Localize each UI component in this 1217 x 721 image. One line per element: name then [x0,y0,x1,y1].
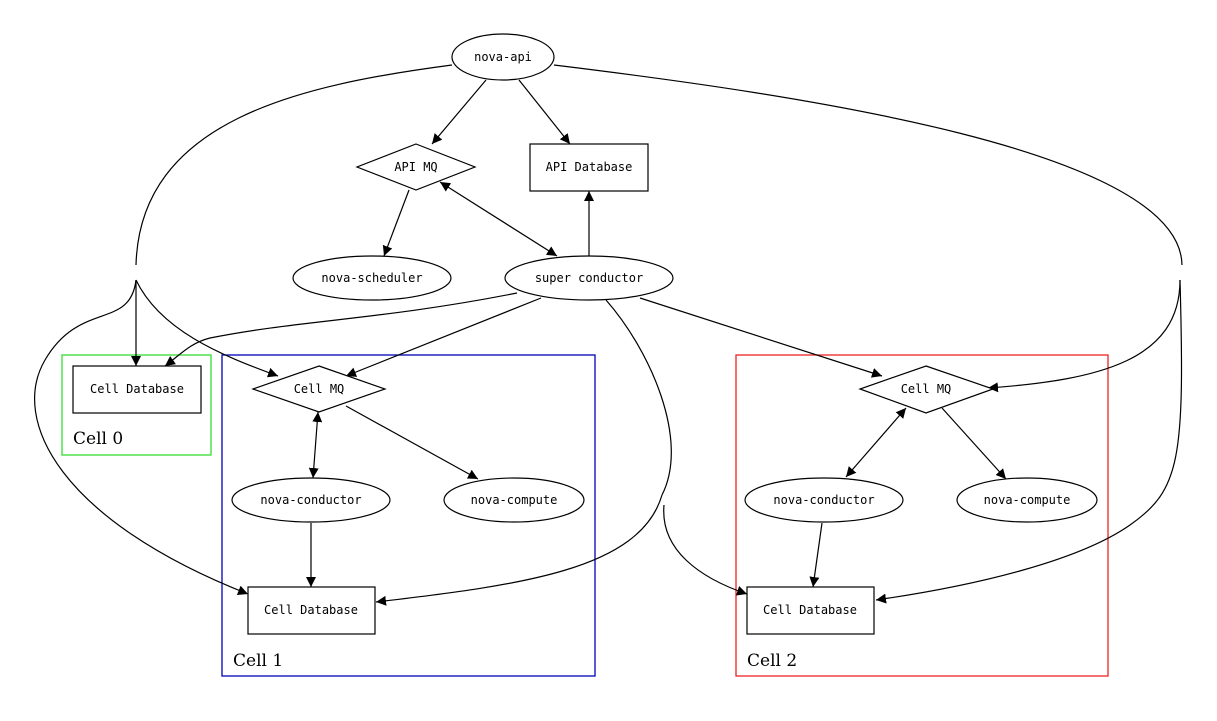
edge-super-conductor-to-cell2-mq [639,297,883,378]
cluster-cell-2-label: Cell 2 [747,651,797,671]
edge-nova-api-right-trunk [553,64,1183,266]
cluster-cell-0-label: Cell 0 [73,429,123,449]
edge-cell1-mq-nova-conductor [308,411,323,479]
node-cell1-compute: nova-compute [443,477,585,523]
node-cell2-database-shape [746,586,875,635]
node-nova-scheduler: nova-scheduler [292,255,452,301]
cluster-cell-1: Cell 1 [221,354,596,677]
edge-cell2-conductor-to-database [809,522,823,588]
node-api-mq-shape [355,143,477,191]
node-cell1-mq-shape [251,365,387,413]
edge-super-conductor-to-cell1-database [375,494,663,606]
node-cell0-database-shape [72,365,202,414]
edge-nova-api-left-trunk [135,64,453,266]
node-cell1-mq-label: Cell MQ [294,382,345,396]
node-super-conductor-shape [504,255,674,301]
node-cell1-mq: Cell MQ [251,365,387,413]
node-cell1-database-label: Cell Database [264,603,358,617]
nodes: nova-api API MQ API Database nova-schedu… [72,33,1098,635]
node-cell2-conductor: nova-conductor [744,477,904,523]
node-cell2-database-label: Cell Database [763,603,857,617]
node-cell2-compute-label: nova-compute [984,493,1071,507]
edge-nova-api-to-api-mq [431,79,487,145]
node-cell2-database: Cell Database [746,586,875,635]
node-api-mq: API MQ [355,143,477,191]
node-cell2-mq-shape [858,365,995,414]
node-api-database-label: API Database [546,160,633,174]
edges [34,64,1183,606]
edge-cell2-mq-to-nova-compute [941,407,1007,480]
node-cell1-database-shape [247,586,376,635]
node-nova-api-label: nova-api [474,50,532,64]
node-cell1-conductor: nova-conductor [231,477,391,523]
node-api-database-shape [529,143,649,192]
node-cell1-database: Cell Database [247,586,376,635]
edge-super-conductor-split [605,299,672,496]
edge-cell2-mq-nova-conductor [845,407,907,478]
node-cell0-database: Cell Database [72,365,202,414]
node-cell2-mq-label: Cell MQ [901,382,952,396]
node-cell0-database-label: Cell Database [90,382,184,396]
node-cell2-compute: nova-compute [956,477,1098,523]
edge-nova-api-to-cell1-mq [135,279,279,378]
edge-super-conductor-to-cell2-database [663,504,748,596]
edge-super-conductor-to-cell0-database [164,292,518,367]
node-cell1-compute-shape [443,477,585,523]
node-cell2-conductor-label: nova-conductor [773,493,874,507]
node-nova-api-shape [451,33,555,81]
node-super-conductor-label: super conductor [535,271,643,285]
cluster-cell-1-border [221,354,596,677]
node-super-conductor: super conductor [504,255,674,301]
node-nova-scheduler-shape [292,255,452,301]
node-cell1-conductor-shape [231,477,391,523]
node-cell2-compute-shape [956,477,1098,523]
edge-api-mq-super-conductor [439,181,558,257]
node-cell2-mq: Cell MQ [858,365,995,414]
edge-super-conductor-to-cell1-mq [345,297,542,377]
node-api-database: API Database [529,143,649,192]
node-nova-scheduler-label: nova-scheduler [321,271,422,285]
node-cell2-conductor-shape [744,477,904,523]
edge-nova-api-to-cell1-database [34,279,249,595]
edge-api-mq-to-nova-scheduler [382,189,410,257]
edge-nova-api-to-cell2-database [875,279,1183,604]
node-cell1-compute-label: nova-compute [471,493,558,507]
cluster-cell-2-border [735,354,1109,677]
node-nova-api: nova-api [451,33,555,81]
edge-cell1-mq-to-nova-compute [345,405,479,480]
node-cell1-conductor-label: nova-conductor [260,493,361,507]
node-api-mq-label: API MQ [394,160,437,174]
edge-nova-api-to-api-database [518,79,571,145]
cluster-cell-2: Cell 2 [735,354,1109,677]
cluster-cell-1-label: Cell 1 [233,651,283,671]
edge-nova-api-to-cell2-mq [987,279,1181,393]
